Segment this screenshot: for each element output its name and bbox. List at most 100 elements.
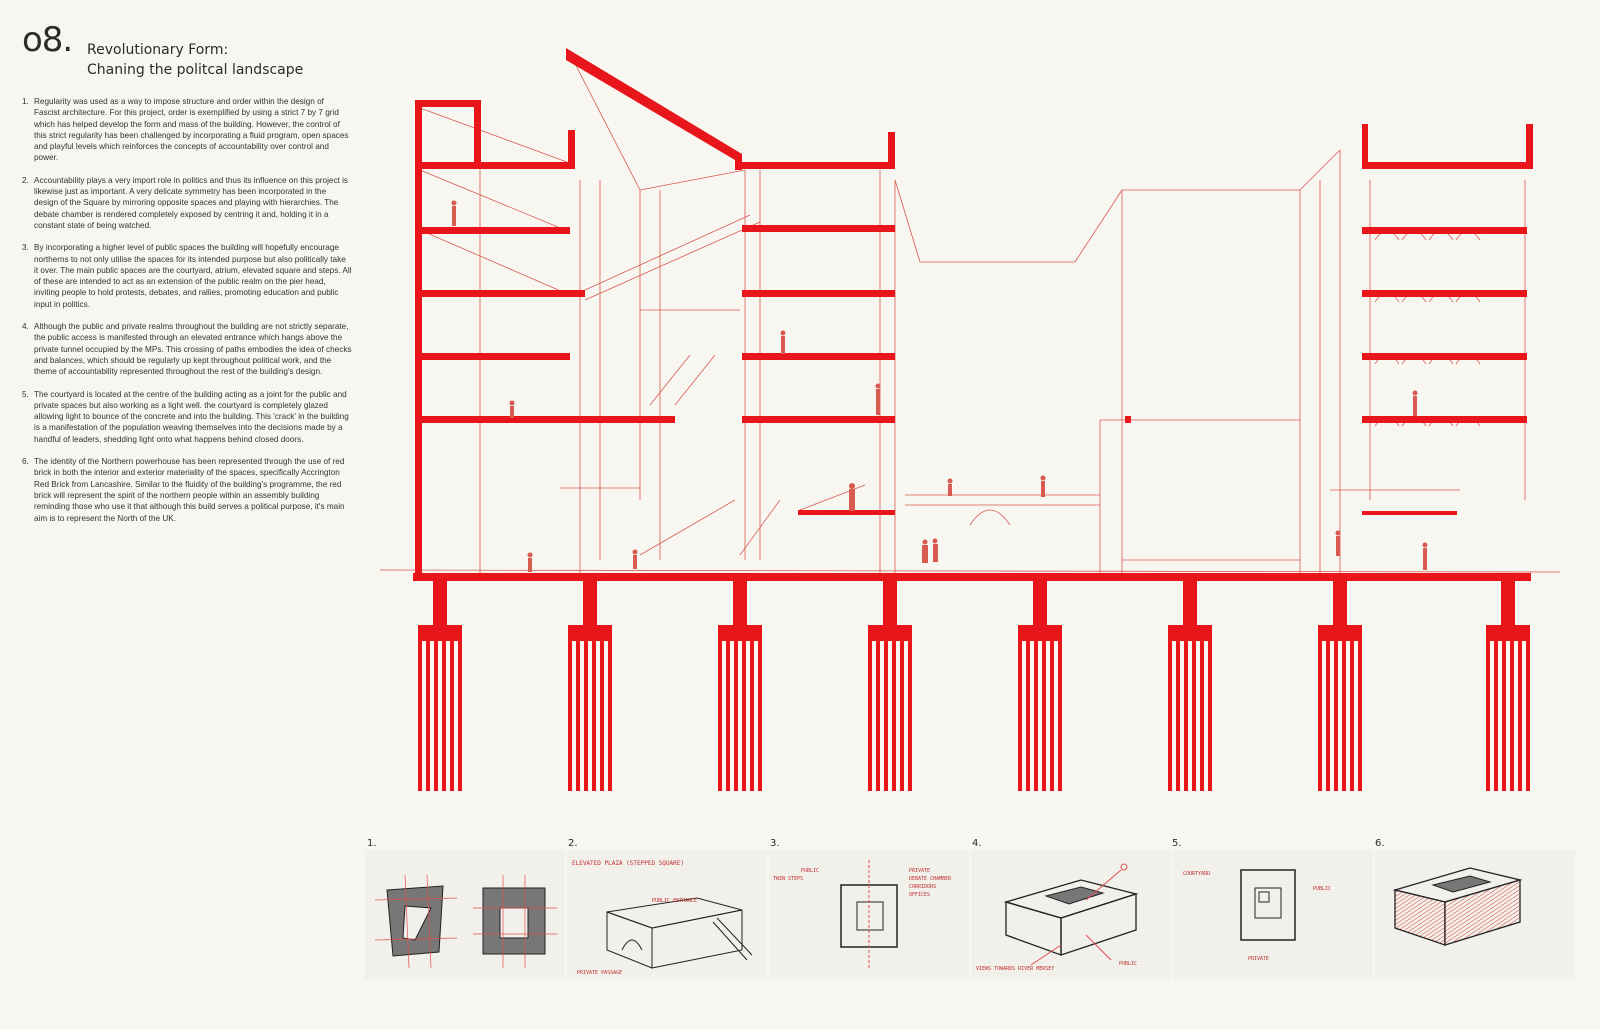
svg-text:OFFICES: OFFICES [909, 892, 930, 898]
pile-shaft [1050, 641, 1054, 791]
pile-shaft [1318, 641, 1322, 791]
pile-shaft [1350, 641, 1354, 791]
pile-cap [418, 625, 462, 641]
pile-shaft [450, 641, 454, 791]
svg-text:ELEVATED PLAZA (STEPPED SQUARE: ELEVATED PLAZA (STEPPED SQUARE) [572, 860, 684, 867]
courtyard-plan-sketch-icon: COURTYARD PUBLIC PRIVATE [1173, 850, 1373, 980]
svg-text:TWIN STEPS: TWIN STEPS [773, 876, 803, 882]
pile-column [1183, 580, 1197, 625]
brick-massing-sketch-icon [1375, 850, 1575, 980]
pile-shaft [876, 641, 880, 791]
svg-text:PUBLIC: PUBLIC [1313, 886, 1331, 892]
design-notes: 1.Regularity was used as a way to impose… [22, 96, 352, 535]
pile-shaft [1510, 641, 1514, 791]
pile-shaft [458, 641, 462, 791]
sheet-number: o8. [22, 20, 73, 60]
pile-shaft [1494, 641, 1498, 791]
sketch-label-2: 2. [568, 838, 578, 849]
sketch-label-5: 5. [1172, 838, 1182, 849]
pile-cap [1318, 625, 1362, 641]
pile-shaft [592, 641, 596, 791]
section-structure [413, 48, 1533, 581]
pile-column [733, 580, 747, 625]
pile-shaft [742, 641, 746, 791]
pile-shaft [1358, 641, 1362, 791]
pile-shaft [600, 641, 604, 791]
note-item: 6.The identity of the Northern powerhous… [22, 457, 345, 523]
pile-shaft [1334, 641, 1338, 791]
pile-shaft [908, 641, 912, 791]
pile-column [433, 580, 447, 625]
pile-shaft [418, 641, 422, 791]
pile-shaft [734, 641, 738, 791]
pile-cap [868, 625, 912, 641]
scale-figures [451, 200, 1428, 572]
pile-shaft [1208, 641, 1212, 791]
svg-text:COURTYARD: COURTYARD [1183, 871, 1210, 877]
pile-shaft [884, 641, 888, 791]
sketch-label-4: 4. [972, 838, 982, 849]
pile-shaft [1518, 641, 1522, 791]
building-section-drawing [379, 48, 1561, 791]
elevated-square-sketch-icon: ELEVATED PLAZA (STEPPED SQUARE) PUBLIC E… [567, 850, 767, 980]
note-item: 3.By incorporating a higher level of pub… [22, 243, 352, 309]
pile-shaft [576, 641, 580, 791]
pile-shaft [584, 641, 588, 791]
pile-column [1501, 580, 1515, 625]
pile-cap [568, 625, 612, 641]
grid-plan-sketch-icon [365, 850, 565, 980]
foundation-piles [418, 580, 1530, 791]
pile-shaft [1184, 641, 1188, 791]
note-item: 5.The courtyard is located at the centre… [22, 389, 349, 444]
pile-shaft [1058, 641, 1062, 791]
pile-shaft [1200, 641, 1204, 791]
pile-shaft [568, 641, 572, 791]
svg-text:PUBLIC: PUBLIC [801, 868, 819, 874]
pile-shaft [758, 641, 762, 791]
pile-shaft [434, 641, 438, 791]
svg-text:PRIVATE: PRIVATE [909, 868, 930, 874]
svg-text:DEBATE CHAMBER: DEBATE CHAMBER [909, 876, 952, 882]
pile-shaft [442, 641, 446, 791]
pile-shaft [868, 641, 872, 791]
note-item: 2.Accountability plays a very import rol… [22, 175, 349, 230]
pile-shaft [1042, 641, 1046, 791]
pile-column [583, 580, 597, 625]
pile-shaft [1342, 641, 1346, 791]
svg-text:PUBLIC: PUBLIC [1119, 961, 1137, 967]
pile-cap [1168, 625, 1212, 641]
pile-shaft [1326, 641, 1330, 791]
pile-cap [1486, 625, 1530, 641]
pile-shaft [1526, 641, 1530, 791]
svg-text:CORRIDORS: CORRIDORS [909, 884, 936, 890]
sketch-label-3: 3. [770, 838, 780, 849]
sheet-title-line1: Revolutionary Form: [87, 42, 229, 58]
svg-text:PRIVATE: PRIVATE [1248, 956, 1269, 962]
section-linework [379, 49, 1561, 575]
pile-shaft [608, 641, 612, 791]
pile-shaft [892, 641, 896, 791]
pile-shaft [1486, 641, 1490, 791]
pile-shaft [426, 641, 430, 791]
sheet-title: Revolutionary Form: Chaning the politcal… [87, 40, 303, 80]
svg-text:PUBLIC ENTRANCE: PUBLIC ENTRANCE [652, 898, 697, 904]
pile-shaft [1502, 641, 1506, 791]
note-item: 4.Although the public and private realms… [22, 322, 352, 377]
pile-shaft [900, 641, 904, 791]
pile-cap [718, 625, 762, 641]
svg-text:PRIVATE PASSAGE: PRIVATE PASSAGE [577, 970, 622, 976]
pile-shaft [726, 641, 730, 791]
sketch-label-1: 1. [367, 838, 377, 849]
pile-shaft [1026, 641, 1030, 791]
pile-cap [1018, 625, 1062, 641]
pile-shaft [1176, 641, 1180, 791]
pile-shaft [1168, 641, 1172, 791]
sheet-title-line2: Chaning the politcal landscape [87, 62, 304, 78]
symmetry-plan-sketch-icon: PUBLIC TWIN STEPS PRIVATE DEBATE CHAMBER… [769, 850, 969, 980]
pile-shaft [1192, 641, 1196, 791]
pile-shaft [1034, 641, 1038, 791]
svg-text:VIEWS TOWARDS RIVER MERSEY: VIEWS TOWARDS RIVER MERSEY [976, 966, 1054, 972]
pile-shaft [718, 641, 722, 791]
public-private-massing-sketch-icon: PUBLIC VIEWS TOWARDS RIVER MERSEY [971, 850, 1171, 980]
pile-column [1033, 580, 1047, 625]
